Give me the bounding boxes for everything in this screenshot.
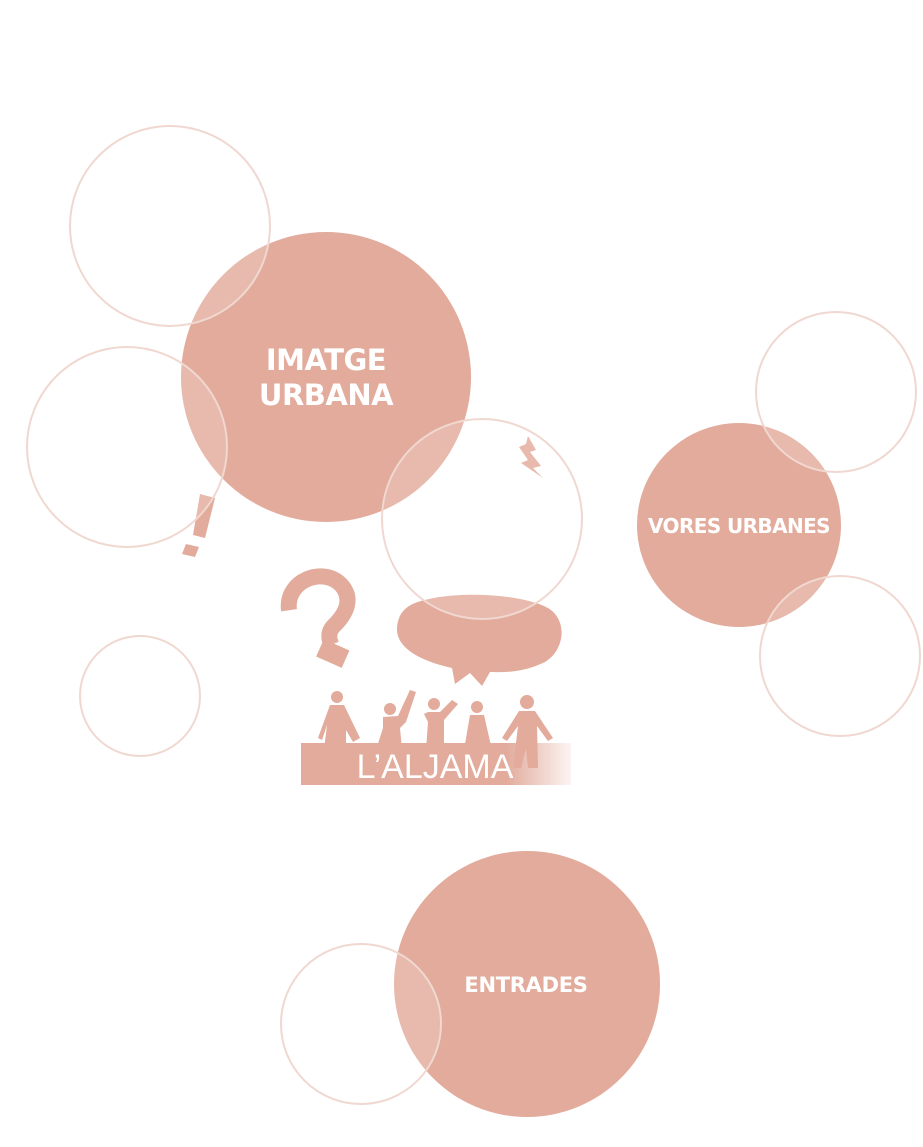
entrades-label: ENTRADES [464, 973, 587, 997]
aljama-banner[interactable] [301, 743, 571, 785]
vores-urbanes-circle[interactable] [637, 423, 841, 627]
entrades-circle[interactable] [394, 851, 660, 1117]
outline-circle [280, 943, 442, 1105]
vores-urbanes-label: VORES URBANES [648, 514, 830, 538]
outline-circle [755, 311, 917, 473]
outline-circle [69, 125, 271, 327]
lightning-icon [519, 436, 543, 478]
outline-circle [79, 635, 201, 757]
imatge-urbana-circle[interactable] [181, 232, 471, 522]
question-mark-icon [280, 568, 356, 668]
speech-bubble-icon [396, 594, 562, 686]
outline-circle [26, 346, 228, 548]
outline-circle [759, 575, 921, 737]
outline-circle [381, 418, 583, 620]
aljama-label: L’ALJAMA [357, 748, 514, 786]
imatge-urbana-label-line1: IMATGE [266, 343, 386, 377]
imatge-urbana-label-line2: URBANA [259, 378, 394, 412]
